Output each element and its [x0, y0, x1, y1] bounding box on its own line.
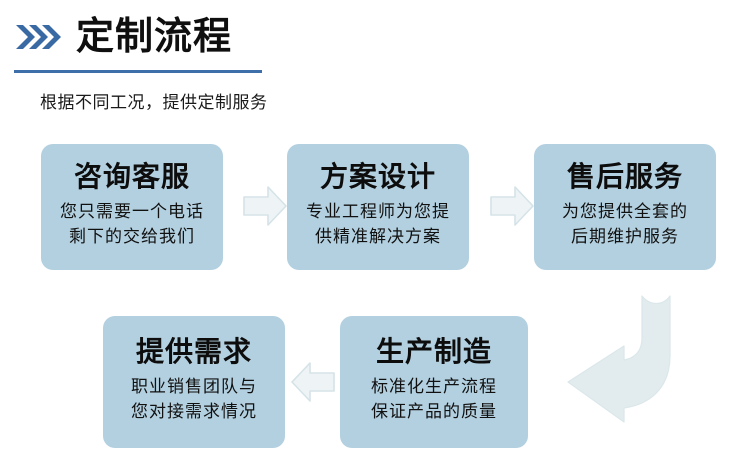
header-underline-rule [14, 70, 262, 73]
flow-card-plan-design[interactable]: 方案设计 专业工程师为您提 供精准解决方案 [287, 144, 469, 270]
flow-card-after-sales-service[interactable]: 售后服务 为您提供全套的 后期维护服务 [534, 144, 716, 270]
card-title: 提供需求 [135, 335, 252, 369]
connector-arrow-right-2 [489, 184, 535, 228]
card-line: 专业工程师为您提 [306, 201, 450, 222]
card-title: 售后服务 [566, 160, 683, 194]
flow-card-consult-service[interactable]: 咨询客服 您只需要一个电话 剩下的交给我们 [41, 144, 223, 270]
card-line: 保证产品的质量 [371, 402, 497, 423]
triple-chevron-right-icon [14, 22, 62, 56]
connector-arrow-right-1 [242, 184, 288, 228]
flow-card-production-manufacture[interactable]: 生产制造 标准化生产流程 保证产品的质量 [340, 316, 528, 448]
page-header: 定制流程 [14, 16, 232, 56]
card-line: 为您提供全套的 [562, 201, 688, 222]
card-line: 标准化生产流程 [371, 376, 497, 397]
card-line: 剩下的交给我们 [69, 227, 195, 248]
card-line: 职业销售团队与 [131, 376, 257, 397]
card-line: 后期维护服务 [571, 227, 679, 248]
card-line: 您只需要一个电话 [60, 201, 204, 222]
page-title: 定制流程 [76, 14, 233, 58]
card-line: 您对接需求情况 [131, 402, 257, 423]
flow-card-provide-requirement[interactable]: 提供需求 职业销售团队与 您对接需求情况 [103, 316, 285, 448]
connector-bent-arrow-down-left [560, 286, 710, 430]
card-title: 生产制造 [375, 335, 492, 369]
connector-arrow-left-1 [290, 360, 336, 404]
card-title: 方案设计 [319, 160, 436, 194]
card-line: 供精准解决方案 [315, 227, 441, 248]
page-subtitle: 根据不同工况，提供定制服务 [40, 93, 268, 113]
card-title: 咨询客服 [73, 160, 190, 194]
